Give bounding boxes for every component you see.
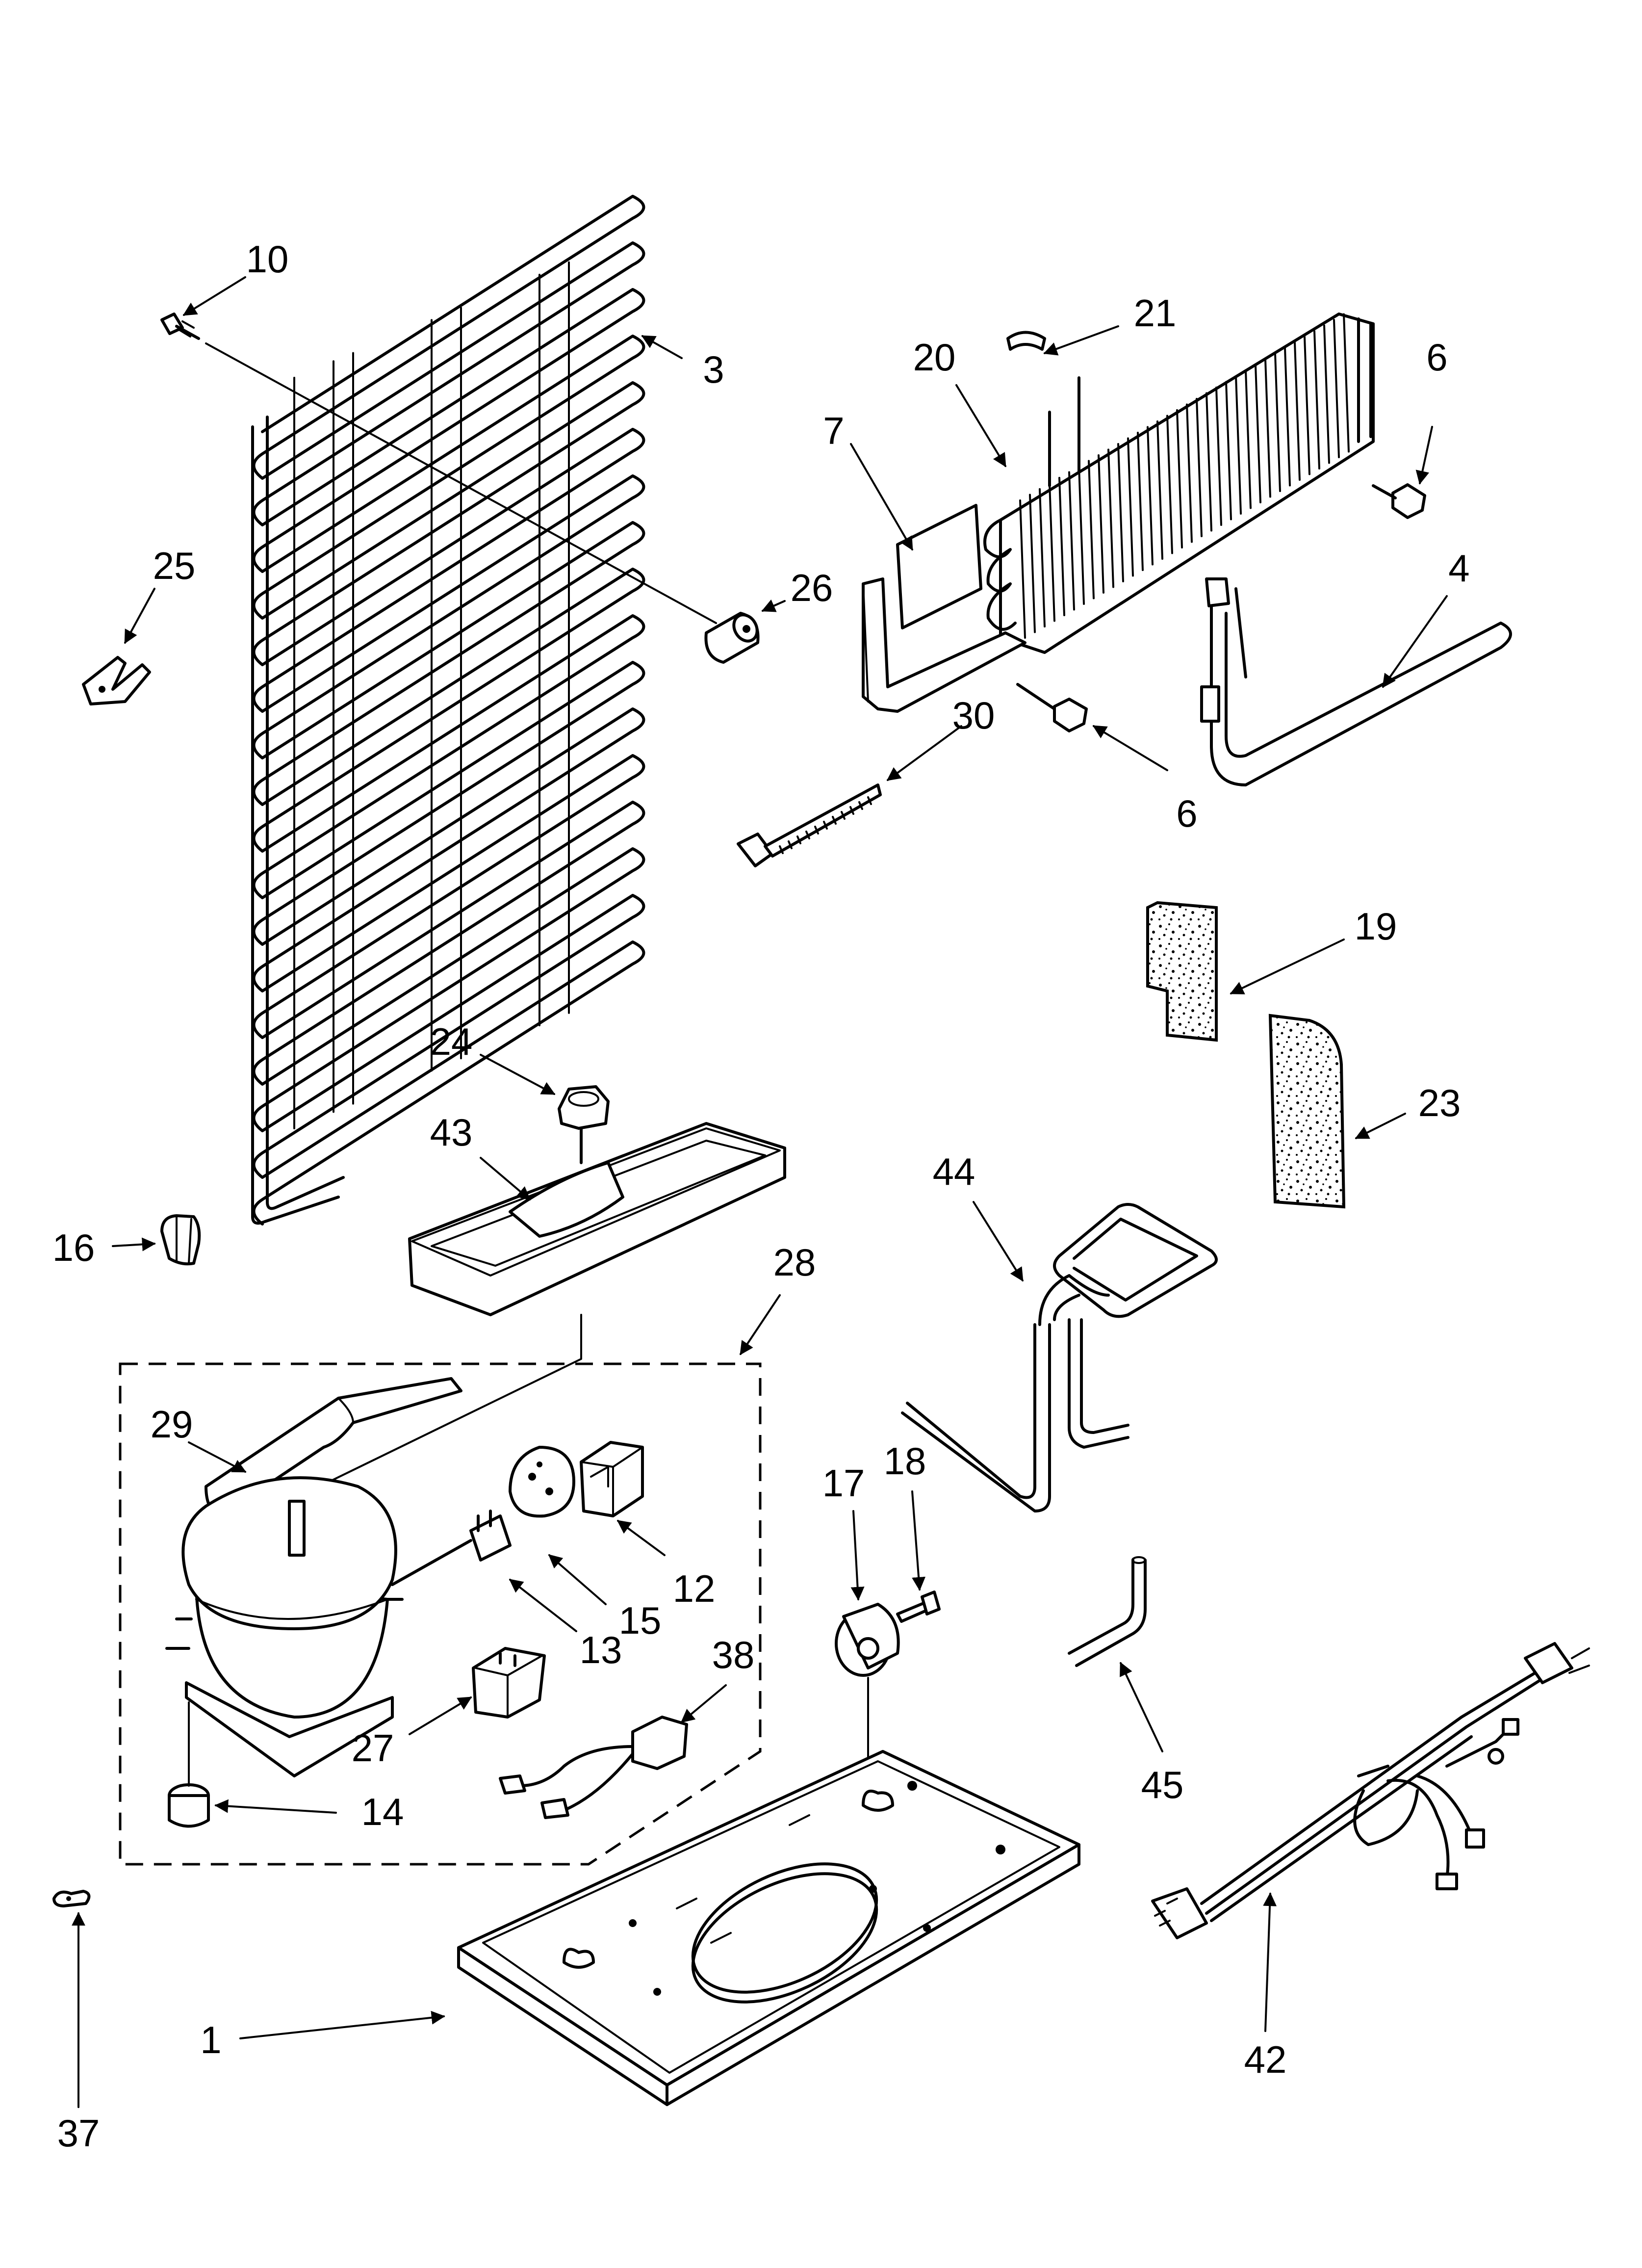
relay-12 xyxy=(580,1441,644,1517)
callout-3: 3 xyxy=(703,348,724,391)
bracket-7 xyxy=(862,504,1026,713)
callout-4: 4 xyxy=(1448,547,1469,590)
base-pan-1 xyxy=(457,1750,1080,2106)
capacitor-27 xyxy=(472,1647,546,1719)
screw-6-lower xyxy=(1016,683,1088,732)
callout-28: 28 xyxy=(773,1241,816,1284)
callout-45: 45 xyxy=(1141,1763,1184,1806)
screw-10 xyxy=(160,313,200,340)
callout-13: 13 xyxy=(580,1628,622,1671)
spacer-26 xyxy=(704,612,760,664)
callout-6-upper: 6 xyxy=(1426,336,1447,379)
screw-6-upper xyxy=(1372,483,1426,519)
callout-7: 7 xyxy=(823,409,844,452)
wire-harness-42 xyxy=(1151,1642,1590,1939)
callout-12: 12 xyxy=(673,1567,716,1610)
cable-tie-30 xyxy=(737,783,882,867)
callout-6-lower: 6 xyxy=(1176,792,1197,835)
callout-21: 21 xyxy=(1134,291,1177,335)
harness-38 xyxy=(499,1716,688,1819)
evaporator-20 xyxy=(983,313,1375,654)
callout-17: 17 xyxy=(822,1461,865,1505)
callout-42: 42 xyxy=(1244,2038,1287,2081)
clip-16 xyxy=(160,1214,201,1266)
tube-44 xyxy=(901,1203,1218,1512)
callout-18: 18 xyxy=(884,1439,926,1483)
clip-37 xyxy=(52,1890,91,1907)
part-13 xyxy=(469,1510,512,1562)
callout-44: 44 xyxy=(933,1150,975,1193)
callout-24: 24 xyxy=(430,1020,473,1063)
overload-15 xyxy=(509,1446,575,1518)
bracket-25 xyxy=(82,656,151,705)
callout-1: 1 xyxy=(200,2018,221,2061)
foam-block-23 xyxy=(1268,1014,1346,1209)
callout-16: 16 xyxy=(52,1226,95,1269)
callout-23: 23 xyxy=(1418,1081,1461,1124)
defrost-heater-4 xyxy=(1200,577,1512,786)
callout-19: 19 xyxy=(1355,905,1397,948)
condenser-coil xyxy=(251,195,645,1225)
callout-20: 20 xyxy=(913,336,956,379)
callout-27: 27 xyxy=(352,1726,394,1770)
callout-43: 43 xyxy=(430,1111,473,1154)
nut-24 xyxy=(558,1085,610,1130)
callout-25: 25 xyxy=(153,544,196,587)
clip-21 xyxy=(1006,331,1046,351)
tube-45 xyxy=(1068,1556,1147,1667)
callout-26: 26 xyxy=(791,566,833,609)
callout-38: 38 xyxy=(712,1633,755,1676)
callout-30: 30 xyxy=(952,694,995,737)
callout-15: 15 xyxy=(619,1599,662,1642)
callout-37: 37 xyxy=(57,2112,100,2155)
callout-29: 29 xyxy=(151,1403,193,1446)
grommet-14 xyxy=(168,1701,210,1828)
compressor xyxy=(165,1476,472,1777)
bolt-18 xyxy=(896,1590,941,1623)
callout-leaders xyxy=(72,276,1448,2108)
foot-17 xyxy=(835,1603,900,1801)
callout-labels: 10 3 25 26 21 20 6 7 4 30 6 19 24 43 23 … xyxy=(52,237,1470,2155)
foam-block-19 xyxy=(1146,901,1218,1042)
pan-to-compressor-line xyxy=(298,1314,582,1497)
callout-14: 14 xyxy=(361,1790,404,1833)
callout-10: 10 xyxy=(246,237,289,281)
screw-10-axis xyxy=(205,342,717,624)
drain-pan-43 xyxy=(408,1122,786,1316)
